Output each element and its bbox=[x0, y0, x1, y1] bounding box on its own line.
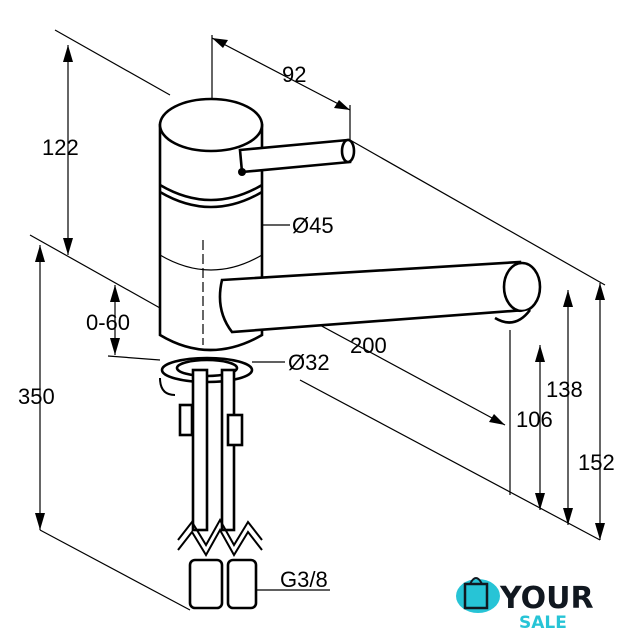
dim-swivel-range: 0-60 bbox=[86, 310, 130, 335]
faucet-base-and-hoses bbox=[159, 356, 263, 610]
dim-body-diameter: Ø45 bbox=[292, 213, 334, 238]
dim-92: 92 bbox=[282, 62, 306, 87]
logo-text-your: YOUR bbox=[499, 581, 594, 616]
dim-152: 152 bbox=[578, 450, 615, 475]
yoursale-logo: YOUR SALE bbox=[456, 577, 594, 633]
dim-138: 138 bbox=[546, 377, 583, 402]
dim-122: 122 bbox=[42, 135, 79, 160]
logo-text-sale: SALE bbox=[519, 613, 567, 633]
faucet-body bbox=[158, 97, 542, 352]
dim-350: 350 bbox=[18, 384, 55, 409]
dim-106: 106 bbox=[516, 407, 553, 432]
dimension-lines bbox=[29, 29, 606, 611]
dim-base-diameter: Ø32 bbox=[288, 350, 330, 375]
dim-200: 200 bbox=[350, 333, 387, 358]
shopping-bag-icon bbox=[463, 582, 489, 610]
dim-thread: G3/8 bbox=[280, 567, 328, 592]
